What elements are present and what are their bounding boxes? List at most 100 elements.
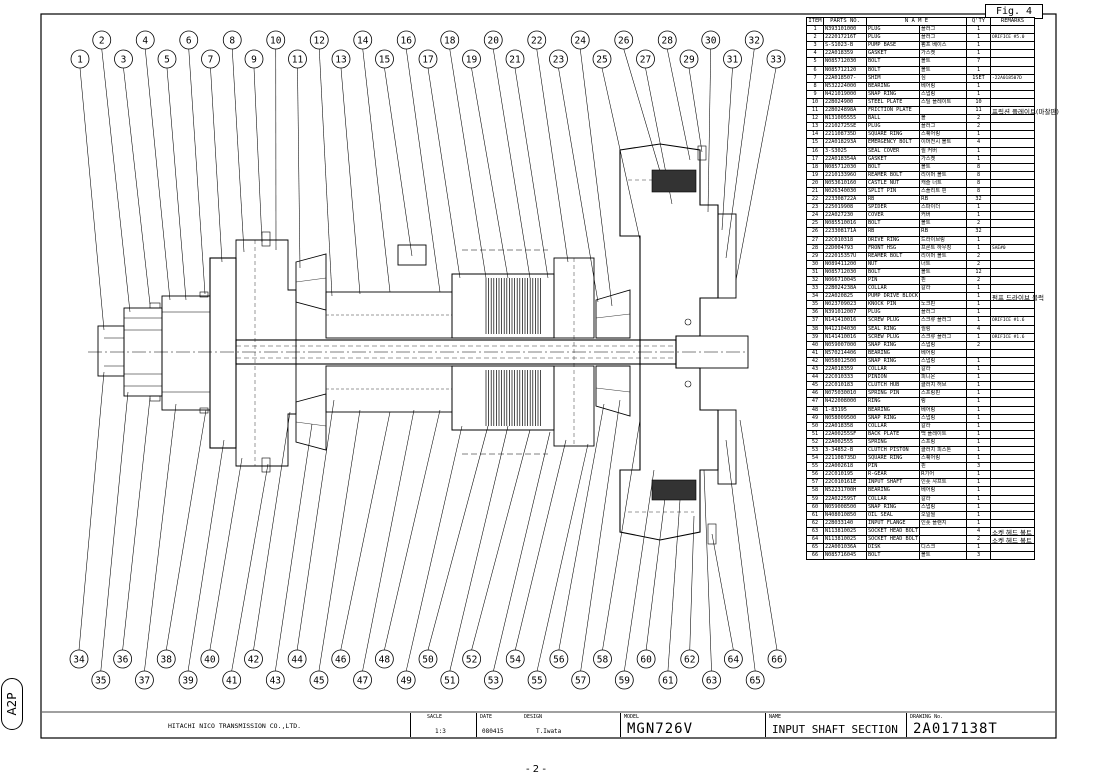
row-part-no: 22B024238A: [823, 284, 867, 294]
row-part-no: 22C010161E: [823, 478, 867, 488]
balloon-number: 6: [186, 36, 192, 47]
part-balloon: 7: [201, 49, 220, 69]
row-qty: 1: [966, 81, 991, 91]
balloon-number: 58: [597, 655, 609, 666]
leader-line: [427, 425, 489, 651]
row-name-en: CASTLE NUT: [866, 178, 920, 188]
row-name-ko: [919, 292, 967, 302]
scale-value: 1:3: [435, 728, 446, 735]
row-part-no: N059007000: [823, 340, 867, 350]
row-name-ko: 볼: [919, 114, 967, 124]
row-name-ko: 인풋 플랜지: [919, 518, 967, 528]
row-item: 50: [806, 421, 824, 431]
row-item: 24: [806, 211, 824, 221]
row-part-no: 221013396O: [823, 170, 867, 180]
row-part-no: N075030010: [823, 389, 867, 399]
row-part-no: 1-83195: [823, 405, 867, 415]
row-name-en: SCREW PLUG: [866, 316, 920, 326]
row-remarks: [990, 146, 1035, 156]
row-qty: 11: [966, 106, 991, 116]
balloon-circle: [331, 649, 351, 669]
row-remarks: [990, 340, 1035, 350]
row-name-en: BEARING: [866, 405, 920, 415]
title-date-cell: DATE 080415: [476, 713, 522, 737]
row-name-ko: 클러치 피스톤: [919, 445, 967, 456]
row-remarks: [990, 429, 1035, 439]
row-part-no: N026340030: [823, 186, 867, 197]
row-qty: 2: [966, 122, 991, 132]
header-qty: Q'TY: [966, 16, 991, 27]
row-part-no: 22A027230: [823, 211, 867, 221]
row-name-ko: 볼트: [919, 65, 967, 75]
row-part-no: 222015357U: [823, 251, 867, 261]
row-part-no: 225019908: [823, 203, 867, 213]
row-item: 59: [806, 494, 824, 504]
balloon-circle: [440, 670, 460, 690]
row-part-no: 22B024898A: [823, 106, 867, 116]
balloon-circle: [702, 670, 721, 690]
balloon-circle: [592, 49, 612, 69]
part-balloon: 47: [353, 670, 372, 690]
balloon-number: 56: [553, 655, 565, 666]
balloon-circle: [69, 649, 89, 669]
row-item: 57: [806, 478, 824, 488]
row-name-en: BACK PLATE: [866, 429, 920, 439]
row-name-en: SNAP RING: [866, 340, 920, 350]
row-name-en: PLUG: [866, 33, 920, 43]
part-balloon: 11: [288, 49, 307, 69]
balloon-circle: [396, 670, 416, 690]
balloon-circle: [484, 670, 503, 690]
balloon-circle: [178, 670, 198, 690]
row-item: 1: [806, 25, 824, 35]
row-item: 11: [806, 106, 824, 116]
balloon-number: 15: [379, 55, 390, 66]
leader-line: [725, 48, 755, 259]
balloon-circle: [767, 649, 787, 669]
drawing-label: DRAWING No.: [910, 714, 944, 720]
leader-line: [703, 469, 712, 672]
leader-line: [362, 409, 415, 672]
row-name-ko: 칼라: [919, 494, 967, 504]
row-name-en: SPLIT PIN: [866, 186, 920, 197]
part-balloon: 35: [91, 670, 111, 690]
balloon-circle: [527, 670, 547, 690]
row-name-ko: 디스크: [919, 543, 967, 553]
row-qty: 32: [966, 227, 991, 237]
row-qty: 12: [966, 267, 991, 278]
row-name-en: GASKET: [866, 49, 920, 59]
row-qty: 4: [966, 138, 991, 148]
row-qty: 8: [966, 178, 991, 188]
row-name-en: SNAP RING: [866, 413, 920, 423]
header-remarks: REMARKS: [990, 16, 1035, 27]
leader-line: [471, 67, 509, 279]
row-remarks: [990, 397, 1035, 407]
leader-line: [471, 429, 531, 651]
row-remarks: [990, 267, 1035, 278]
row-qty: 1: [966, 502, 991, 512]
input-shaft-section-drawing: [88, 143, 749, 545]
row-part-no: 221108735D: [823, 454, 867, 464]
row-name-ko: 스퀘어링: [919, 130, 967, 140]
row-part-no: S-S1023-B: [823, 41, 867, 51]
drawing-number: 2A017138T: [913, 721, 998, 737]
balloon-number: 34: [73, 655, 85, 666]
row-part-no: N058012500: [823, 356, 867, 367]
row-qty: 1: [966, 211, 991, 221]
row-name-en: BOLT: [866, 65, 920, 75]
row-item: 17: [806, 154, 824, 164]
row-item: 18: [806, 162, 824, 172]
row-qty: 1: [966, 203, 991, 213]
part-balloon: 6: [179, 30, 199, 50]
row-qty: 1: [966, 445, 991, 456]
row-part-no: N422008000: [823, 397, 867, 407]
part-balloon: 32: [744, 30, 764, 50]
row-item: 61: [806, 510, 824, 520]
leader-line: [101, 48, 131, 313]
leader-line: [725, 439, 756, 672]
balloon-number: 20: [488, 36, 500, 47]
balloon-circle: [593, 649, 612, 669]
